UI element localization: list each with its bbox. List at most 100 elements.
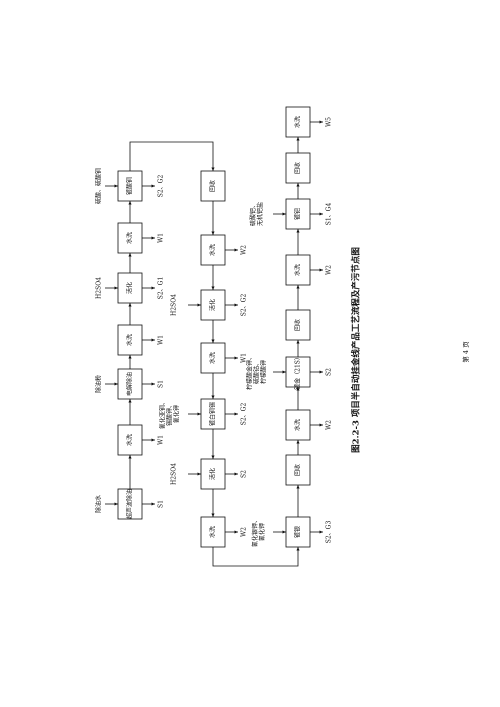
input-label-a5: H2SO4 bbox=[96, 277, 103, 299]
link-b-to-c bbox=[212, 547, 300, 567]
input-label-c7: 硫酸钯、无机钯盐 bbox=[249, 202, 264, 226]
input-label-b6: H2SO4 bbox=[171, 463, 178, 485]
step-label-b2: 水洗 bbox=[209, 244, 217, 256]
output-label-b3: S2、G2 bbox=[241, 294, 248, 317]
output-label-a4: W1 bbox=[158, 335, 165, 345]
step-b1: 回收 bbox=[200, 170, 226, 202]
output-label-c1: S2、G3 bbox=[326, 521, 333, 544]
step-label-a5: 活化 bbox=[126, 282, 134, 294]
step-a1: 超声波除油 bbox=[117, 488, 143, 520]
input-label-a1: 除油水 bbox=[95, 495, 103, 513]
step-box-b1 bbox=[200, 170, 226, 202]
step-c7: 镀钯 bbox=[285, 198, 311, 230]
input-label-line: 硫酸、硫酸铜 bbox=[95, 168, 103, 204]
output-label-b7: W2 bbox=[241, 527, 248, 537]
step-boxes: 超声波除油水洗电解除油水洗活化水洗镀酸铜回收水洗活化水洗镀白铜锡活化水洗镀银回收… bbox=[117, 106, 311, 548]
figure-caption: 图2.2-3 项目半自动挂金线产品工艺流程及产污节点图 bbox=[351, 247, 362, 453]
step-a3: 电解除油 bbox=[117, 368, 143, 400]
step-label-b5: 镀白铜锡 bbox=[209, 402, 217, 426]
step-box-c3 bbox=[285, 409, 311, 441]
step-label-a2: 水洗 bbox=[126, 434, 134, 446]
step-c4: 镀金（21S） bbox=[285, 354, 311, 390]
step-b2: 水洗 bbox=[200, 234, 226, 266]
input-label-line: 硫酸钯、 bbox=[249, 202, 257, 226]
output-label-c4: S2 bbox=[326, 368, 333, 376]
step-c8: 回收 bbox=[285, 152, 311, 184]
output-label-c7: S1、G4 bbox=[326, 203, 333, 226]
step-label-a3: 电解除油 bbox=[126, 372, 134, 396]
step-label-a6: 水洗 bbox=[126, 232, 134, 244]
step-box-c5 bbox=[285, 309, 311, 341]
step-box-a3 bbox=[117, 368, 143, 400]
input-label-line: 氰化亚铜、 bbox=[159, 399, 167, 429]
step-box-c9 bbox=[285, 106, 311, 138]
step-label-b7: 水洗 bbox=[209, 526, 217, 538]
step-box-a4 bbox=[117, 324, 143, 356]
input-label-line: 除油粉 bbox=[95, 375, 103, 393]
step-label-c6: 水洗 bbox=[294, 264, 302, 276]
step-box-b3 bbox=[200, 289, 226, 321]
step-label-a4: 水洗 bbox=[126, 334, 134, 346]
step-box-c6 bbox=[285, 254, 311, 286]
step-label-c9: 水洗 bbox=[294, 116, 302, 128]
input-label-b5: 氰化亚铜、锡酸钾、氰化钾 bbox=[159, 399, 181, 429]
input-label-line: H2SO4 bbox=[171, 463, 178, 485]
step-label-c8: 回收 bbox=[294, 162, 302, 174]
input-label-c1: 氰化银钾、氰化钾 bbox=[251, 517, 266, 547]
step-box-b5 bbox=[200, 398, 226, 430]
step-label-b4: 水洗 bbox=[209, 352, 217, 364]
step-b6: 活化 bbox=[200, 458, 226, 490]
step-b3: 活化 bbox=[200, 289, 226, 321]
input-label-line: 锡酸钾、 bbox=[166, 402, 174, 426]
output-label-b5: S2、G2 bbox=[241, 403, 248, 426]
step-label-c7: 镀钯 bbox=[294, 208, 302, 220]
output-label-c9: W5 bbox=[326, 117, 333, 127]
output-label-a7: S2、G2 bbox=[158, 175, 165, 198]
step-label-b3: 活化 bbox=[209, 299, 217, 311]
output-label-b2: W2 bbox=[241, 245, 248, 255]
input-label-line: 氰化钾 bbox=[173, 405, 181, 423]
step-box-c7 bbox=[285, 198, 311, 230]
output-label-a1: S1 bbox=[158, 500, 165, 508]
input-label-line: 氰化钾 bbox=[258, 523, 266, 541]
step-box-a2 bbox=[117, 424, 143, 456]
step-c1: 镀银 bbox=[285, 516, 311, 548]
output-label-c3: W2 bbox=[326, 420, 333, 430]
output-label-a3: S1 bbox=[158, 380, 165, 388]
output-label-a2: W1 bbox=[158, 435, 165, 445]
step-box-b6 bbox=[200, 458, 226, 490]
step-a7: 镀酸铜 bbox=[117, 170, 143, 202]
step-c5: 回收 bbox=[285, 309, 311, 341]
input-label-line: 无机钯盐 bbox=[256, 202, 264, 226]
step-b7: 水洗 bbox=[200, 516, 226, 548]
step-label-c4: 镀金（21S） bbox=[294, 354, 302, 390]
input-label-line: 氰化银钾、 bbox=[251, 517, 259, 547]
step-c2: 回收 bbox=[285, 454, 311, 486]
step-box-b7 bbox=[200, 516, 226, 548]
input-label-c4: 柠檬酸金钾、硫酸钴、柠檬酸钾 bbox=[246, 354, 268, 390]
step-a2: 水洗 bbox=[117, 424, 143, 456]
step-box-c8 bbox=[285, 152, 311, 184]
step-a5: 活化 bbox=[117, 272, 143, 304]
connectors bbox=[105, 120, 323, 567]
step-box-c4 bbox=[285, 356, 311, 388]
step-box-c2 bbox=[285, 454, 311, 486]
input-label-line: 柠檬酸金钾、 bbox=[246, 354, 254, 390]
step-label-b6: 活化 bbox=[209, 468, 217, 480]
step-label-a1: 超声波除油 bbox=[126, 489, 134, 519]
step-box-c1 bbox=[285, 516, 311, 548]
step-b4: 水洗 bbox=[200, 342, 226, 374]
step-b5: 镀白铜锡 bbox=[200, 398, 226, 430]
output-label-c6: W2 bbox=[326, 265, 333, 275]
input-label-line: 硫酸钴、 bbox=[253, 360, 261, 384]
input-label-line: 柠檬酸钾 bbox=[260, 360, 268, 384]
step-label-c1: 镀银 bbox=[294, 526, 302, 538]
step-box-a1 bbox=[117, 488, 143, 520]
step-label-c2: 回收 bbox=[294, 464, 302, 476]
input-label-a7: 硫酸、硫酸铜 bbox=[95, 168, 103, 204]
step-label-b1: 回收 bbox=[209, 180, 217, 192]
step-label-a7: 镀酸铜 bbox=[126, 177, 134, 195]
input-label-line: H2SO4 bbox=[171, 294, 178, 316]
step-box-a7 bbox=[117, 170, 143, 202]
